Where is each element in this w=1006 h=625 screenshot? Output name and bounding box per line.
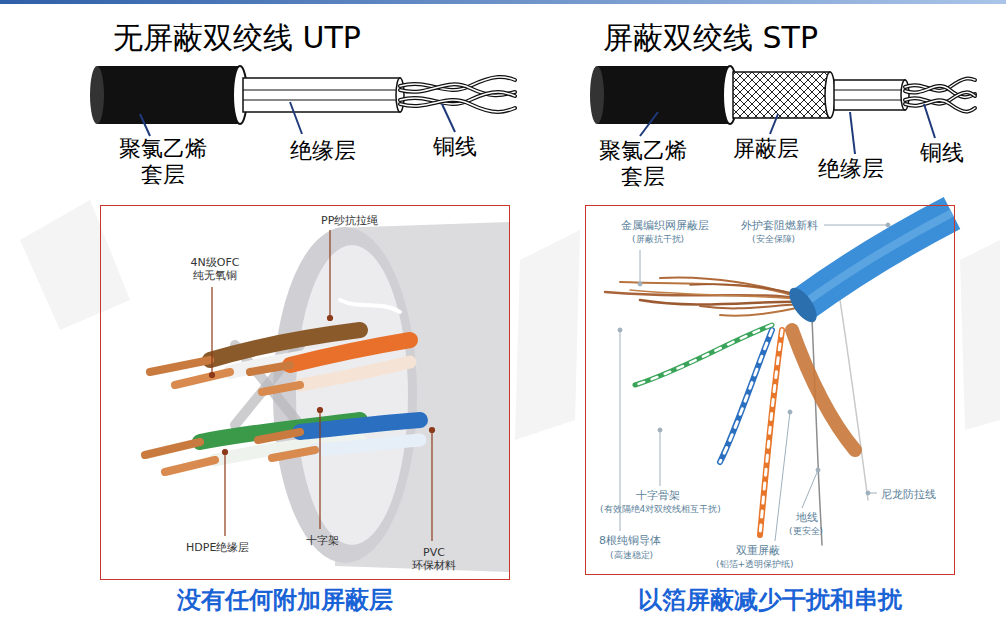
callout-label: (高速稳定)	[610, 550, 653, 561]
callout-label: (更安全)	[789, 526, 823, 537]
part-label: 屏蔽层	[733, 136, 799, 162]
cable-title: 无屏蔽双绞线 UTP	[113, 20, 361, 56]
caption-text: 以箔屏蔽减少干扰和串扰	[585, 586, 955, 615]
photo-frame: PP纱抗拉绳 4N级OFC 纯无氧铜 HDPE绝缘层 十字架 PVC 环保材料	[100, 205, 510, 580]
callout-label: 地线	[796, 511, 818, 524]
callout-label: 金属编织网屏蔽层	[621, 219, 709, 232]
callout-label: PP纱抗拉绳	[321, 214, 378, 227]
part-label: 铜线	[433, 134, 477, 160]
caption-text: 没有任何附加屏蔽层	[105, 586, 465, 615]
part-label: 聚氯乙烯 套层	[593, 138, 693, 191]
callout-label: (铝箔+透明保护纸)	[716, 559, 794, 570]
part-label: 铜线	[920, 140, 964, 166]
callout-label: (安全保障)	[752, 234, 795, 245]
callout-label: (有效隔绝4对双绞线相互干扰)	[600, 504, 721, 515]
part-label: 聚氯乙烯 套层	[113, 136, 213, 189]
photo-frame: 金属编织网屏蔽层 (屏蔽抗干扰) 外护套阻燃新料 (安全保障) 十字骨架 (有效隔绝4对双…	[585, 205, 955, 575]
part-label: 绝缘层	[818, 156, 884, 182]
callout-label: (屏蔽抗干扰)	[632, 234, 684, 245]
cable-title: 屏蔽双绞线 STP	[603, 20, 818, 56]
callout-label: HDPE绝缘层	[186, 541, 249, 554]
callout-label: 双重屏蔽	[736, 544, 780, 557]
callout-label: PVC 环保材料	[406, 546, 462, 572]
callout-label: 尼龙防拉线	[881, 488, 936, 501]
callout-label: 十字骨架	[636, 489, 680, 502]
part-label: 绝缘层	[290, 138, 356, 164]
callout-label: 十字架	[306, 534, 339, 547]
callout-label: 8根纯铜导体	[599, 534, 661, 547]
callout-label: 4N级OFC 纯无氧铜	[183, 256, 247, 282]
callout-label: 外护套阻燃新料	[741, 219, 818, 232]
